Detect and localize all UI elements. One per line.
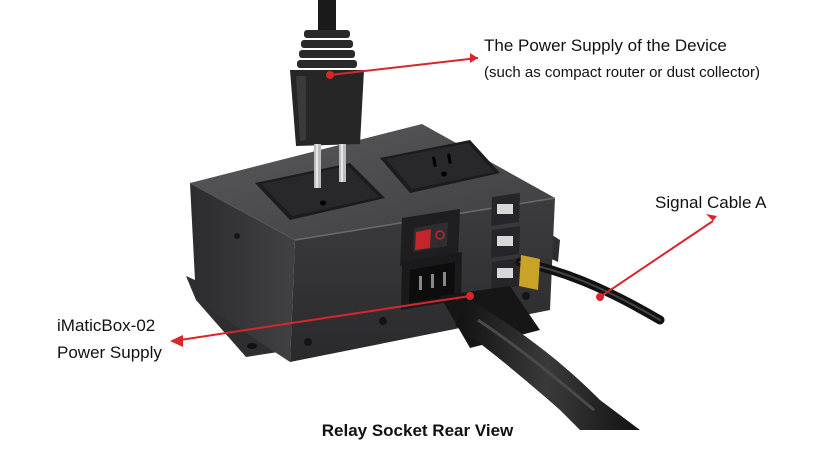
device-plug-head <box>290 70 364 146</box>
device-plug-cord <box>318 0 336 30</box>
device-plug-strain-relief <box>297 30 357 68</box>
figure-caption: Relay Socket Rear View <box>321 421 514 440</box>
signal-cable-a <box>515 255 665 325</box>
callout-device-supply <box>329 57 479 76</box>
device-supply-subtitle: (such as compact router or dust collecto… <box>484 64 760 81</box>
device-supply-title: The Power Supply of the Device <box>484 36 727 55</box>
signal-connector-ports <box>491 193 520 290</box>
callout-lines <box>170 53 717 347</box>
rocker-switch <box>400 209 460 266</box>
callout-box-supply <box>179 295 471 341</box>
signal-cable-label: Signal Cable A <box>655 193 767 212</box>
top-socket-rear <box>380 140 500 193</box>
box-supply-label-line1: iMaticBox-02 <box>57 316 156 335</box>
device-plug-prongs <box>314 144 346 188</box>
top-socket-front <box>255 163 385 220</box>
callout-signal-cable <box>599 220 714 298</box>
box-left-face <box>190 183 295 362</box>
front-screws <box>234 233 530 346</box>
box-supply-label-line2: Power Supply <box>57 343 162 362</box>
box-power-cord <box>440 286 640 430</box>
